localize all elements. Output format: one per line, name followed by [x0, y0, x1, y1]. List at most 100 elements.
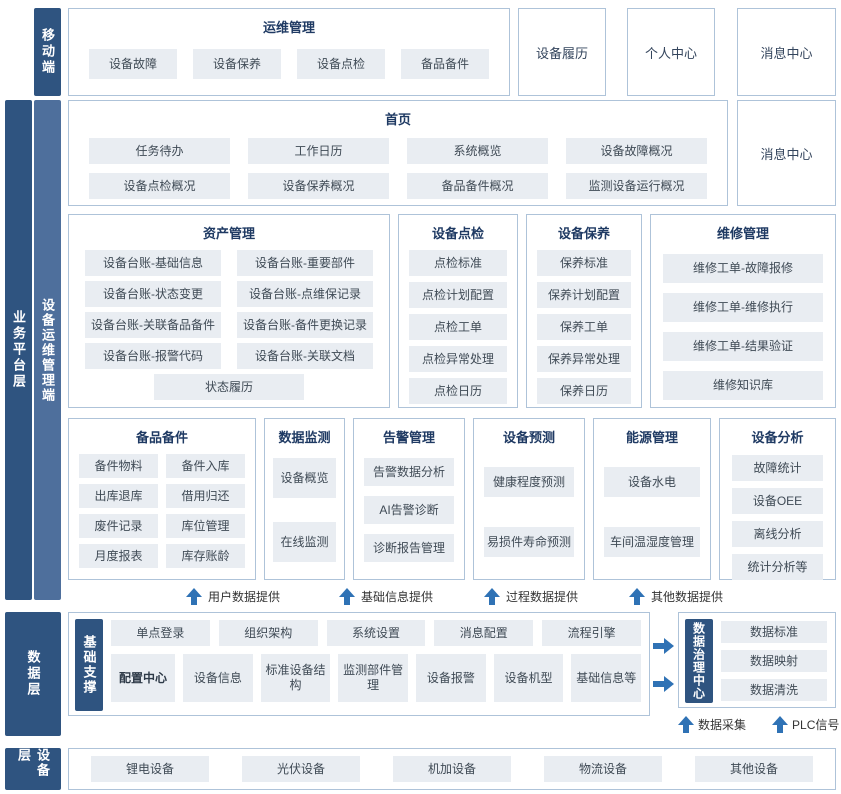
diagram-item: 点检计划配置: [409, 282, 507, 308]
diagram-item: 维修知识库: [663, 371, 823, 400]
panel-title: 首页: [384, 112, 411, 127]
diagram-item: 故障统计: [732, 455, 823, 481]
inspection-item-list: 点检标准点检计划配置点检工单点检异常处理点检日历: [399, 242, 517, 404]
panel-device-layer: 锂电设备光伏设备机加设备物流设备其他设备: [68, 748, 836, 790]
diagram-item: 工作日历: [248, 138, 389, 164]
spare-item-list: 备件物料备件入库出库退库借用归还废件记录库位管理月度报表库存账龄: [69, 446, 255, 568]
panel-personal-center: 个人中心: [627, 8, 715, 96]
diagram-item: 监测设备运行概况: [566, 173, 707, 199]
right-arrow-icon: [653, 638, 675, 654]
panel-ops-management: 运维管理 设备故障设备保养设备点检备品备件: [68, 8, 510, 96]
panel-title: 设备预测: [502, 430, 555, 445]
diagram-item: 月度报表: [79, 544, 158, 568]
panel-title: 设备保养: [557, 226, 610, 241]
diagram-item: 维修工单-结果验证: [663, 332, 823, 361]
diagram-item: 备品备件: [401, 49, 489, 79]
layer-label-mobile: 移动端: [34, 8, 61, 96]
mobile-item-list: 设备故障设备保养设备点检备品备件: [69, 36, 509, 79]
panel-equipment-inspection: 设备点检 点检标准点检计划配置点检工单点检异常处理点检日历: [398, 214, 518, 408]
layer-label-device: 设备层: [5, 748, 61, 790]
monitor-item-list: 设备概览在线监测: [265, 446, 344, 562]
panel-title: 告警管理: [382, 430, 435, 445]
diagram-item: 点检异常处理: [409, 346, 507, 372]
diagram-item: 离线分析: [732, 521, 823, 547]
diagram-item: 标准设备结构: [260, 654, 331, 702]
asset-item-list: 设备台账-基础信息设备台账-重要部件设备台账-状态变更设备台账-点维保记录设备台…: [69, 242, 389, 369]
diagram-item: 机加设备: [393, 756, 511, 782]
panel-title: 维修管理: [716, 226, 769, 241]
flow-label: 数据采集: [698, 718, 747, 732]
flow-arrow-group: 数据采集: [678, 716, 746, 733]
panel-asset-management: 资产管理 设备台账-基础信息设备台账-重要部件设备台账-状态变更设备台账-点维保…: [68, 214, 390, 408]
diagram-item: 消息配置: [434, 620, 534, 646]
diagram-item: 设备故障: [89, 49, 177, 79]
diagram-item: 保养日历: [537, 378, 631, 404]
diagram-item: 库存账龄: [166, 544, 245, 568]
diagram-item: 健康程度预测: [484, 467, 574, 497]
diagram-item: 车间温湿度管理: [604, 527, 700, 557]
diagram-item: 设备台账-备件更换记录: [237, 312, 373, 338]
diagram-item: 状态履历: [154, 374, 304, 400]
panel-spare-parts: 备品备件 备件物料备件入库出库退库借用归还废件记录库位管理月度报表库存账龄: [68, 418, 256, 580]
panel-equipment-maintenance: 设备保养 保养标准保养计划配置保养工单保养异常处理保养日历: [526, 214, 642, 408]
panel-home: 首页 任务待办工作日历系统概览设备故障概况设备点检概况设备保养概况备品备件概况监…: [68, 100, 728, 206]
panel-title: 数据监测: [278, 430, 331, 445]
flow-arrow-group: 过程数据提供: [484, 586, 578, 606]
diagram-item: 设备台账-关联文档: [237, 343, 373, 369]
diagram-item: 设备保养: [193, 49, 281, 79]
layer-label-business-platform: 业务平台层: [5, 100, 32, 600]
diagram-item: 设备概览: [273, 458, 336, 498]
diagram-item: 保养工单: [537, 314, 631, 340]
panel-device-history: 设备履历: [518, 8, 606, 96]
up-arrow-icon: [339, 587, 355, 605]
diagram-item: 光伏设备: [242, 756, 360, 782]
panel-message-center: 消息中心: [737, 100, 836, 206]
flow-arrow-group: 基础信息提供: [339, 586, 433, 606]
right-arrow-icon: [653, 676, 675, 692]
diagram-item: 设备台账-点维保记录: [237, 281, 373, 307]
diagram-item: 设备台账-关联备品备件: [85, 312, 221, 338]
diagram-item: 设备点检: [297, 49, 385, 79]
panel-energy-management: 能源管理 设备水电车间温湿度管理: [593, 418, 711, 580]
up-arrow-icon: [772, 716, 789, 733]
diagram-item: 基础信息等: [571, 654, 642, 702]
diagram-item: 系统设置: [326, 620, 426, 646]
panel-title: 设备分析: [751, 430, 804, 445]
panel-title: 设备点检: [431, 226, 484, 241]
data-row1-list: 单点登录组织架构系统设置消息配置流程引擎: [111, 620, 641, 646]
diagram-item: 统计分析等: [732, 554, 823, 580]
diagram-item: 点检日历: [409, 378, 507, 404]
diagram-item: 库位管理: [166, 514, 245, 538]
diagram-item: 设备台账-重要部件: [237, 250, 373, 276]
panel-title: 资产管理: [202, 226, 255, 241]
panel-message-center-top: 消息中心: [737, 8, 836, 96]
flow-label: 用户数据提供: [208, 589, 281, 604]
home-item-list: 任务待办工作日历系统概览设备故障概况设备点检概况设备保养概况备品备件概况监测设备…: [69, 128, 727, 199]
panel-equipment-prediction: 设备预测 健康程度预测易损件寿命预测: [473, 418, 585, 580]
diagram-item: 设备保养概况: [248, 173, 389, 199]
config-center-item: 配置中心: [111, 654, 175, 702]
diagram-item: 锂电设备: [91, 756, 209, 782]
diagram-item: 组织架构: [218, 620, 318, 646]
diagram-item: 系统概览: [407, 138, 548, 164]
flow-arrow-group: PLC信号: [772, 716, 839, 733]
diagram-item: 废件记录: [79, 514, 158, 538]
diagram-item: 点检工单: [409, 314, 507, 340]
diagram-item: 流程引擎: [542, 620, 641, 646]
diagram-item: 设备点检概况: [89, 173, 230, 199]
layer-label-basic-support: 基础支撑: [75, 619, 103, 711]
diagram-item: 保养计划配置: [537, 282, 631, 308]
diagram-item: 告警数据分析: [364, 458, 454, 486]
diagram-item: 在线监测: [273, 522, 336, 562]
diagram-item: 设备信息: [183, 654, 253, 702]
diagram-item: 监测部件管理: [338, 654, 409, 702]
diagram-item: 设备水电: [604, 467, 700, 497]
flow-arrow-group: 用户数据提供: [186, 586, 280, 606]
panel-title: 备品备件: [135, 430, 188, 445]
diagram-item: AI告警诊断: [364, 496, 454, 524]
panel-repair-management: 维修管理 维修工单-故障报修维修工单-维修执行维修工单-结果验证维修知识库: [650, 214, 836, 408]
